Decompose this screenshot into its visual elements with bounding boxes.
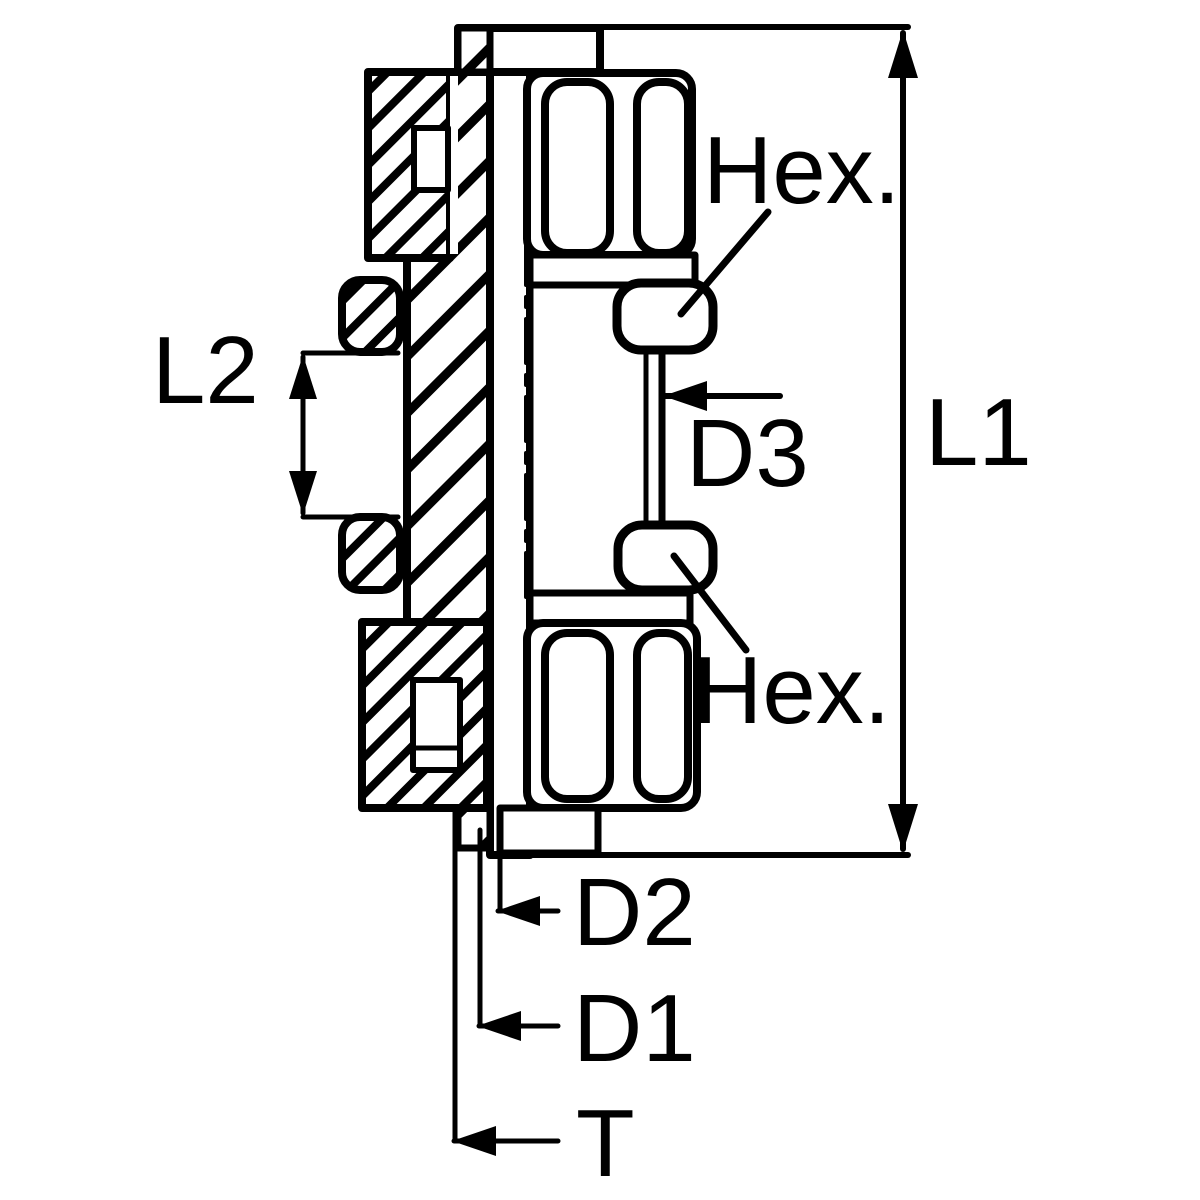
dimension-t: T — [451, 809, 635, 1197]
locknut-thread-bump-lower — [338, 513, 404, 594]
l2-arrowhead-down — [289, 471, 317, 515]
dimension-label-l1: L1 — [925, 379, 1032, 486]
bottom-hex-nut — [523, 619, 701, 812]
callout-hex-bottom: Hex. — [670, 552, 890, 744]
top-hex-nut — [523, 69, 696, 259]
hex-top-leader-line — [677, 208, 772, 318]
d2-arrowhead-left — [496, 896, 540, 926]
dimension-label-l2: L2 — [152, 317, 259, 424]
l1-arrowhead-up — [888, 30, 918, 78]
bottom-tail-tube — [496, 804, 602, 857]
l1-arrowhead-down — [888, 804, 918, 852]
bottom-hex-nut-facet-right — [633, 629, 692, 803]
dimension-l1: L1 — [527, 24, 1032, 858]
d1-arrowhead-left — [477, 1011, 521, 1041]
dimension-d1: D1 — [476, 827, 696, 1082]
dimension-l2: L2 — [152, 317, 401, 520]
d3-arrowhead-left — [663, 381, 707, 411]
dimension-label-d3: D3 — [686, 400, 809, 507]
callout-label-hex-bottom: Hex. — [693, 637, 890, 744]
lower-small-hex — [613, 520, 718, 595]
top-locknut-section — [364, 68, 458, 262]
dimension-label-d2: D2 — [573, 859, 696, 966]
hex-bottom-leader-line — [670, 552, 750, 654]
bottom-collar — [526, 589, 694, 627]
callout-hex-top: Hex. — [677, 117, 900, 318]
thread-clearance-gap — [450, 76, 458, 254]
top-locknut-window — [411, 125, 451, 193]
dimension-label-d1: D1 — [573, 975, 696, 1082]
dimension-d2: D2 — [495, 809, 696, 966]
t-arrowhead-left — [452, 1126, 496, 1156]
bottom-locknut-section — [358, 618, 491, 812]
bottom-locknut-window — [410, 677, 463, 773]
locknut-thread-bump-upper — [338, 276, 404, 356]
barrel-strip-top — [454, 24, 494, 76]
dimension-label-t: T — [576, 1090, 635, 1197]
dimension-d3: D3 — [660, 381, 809, 507]
callout-label-hex-top: Hex. — [703, 117, 900, 224]
l2-arrowhead-up — [289, 355, 317, 399]
bottom-hex-nut-facet-left — [541, 629, 614, 803]
